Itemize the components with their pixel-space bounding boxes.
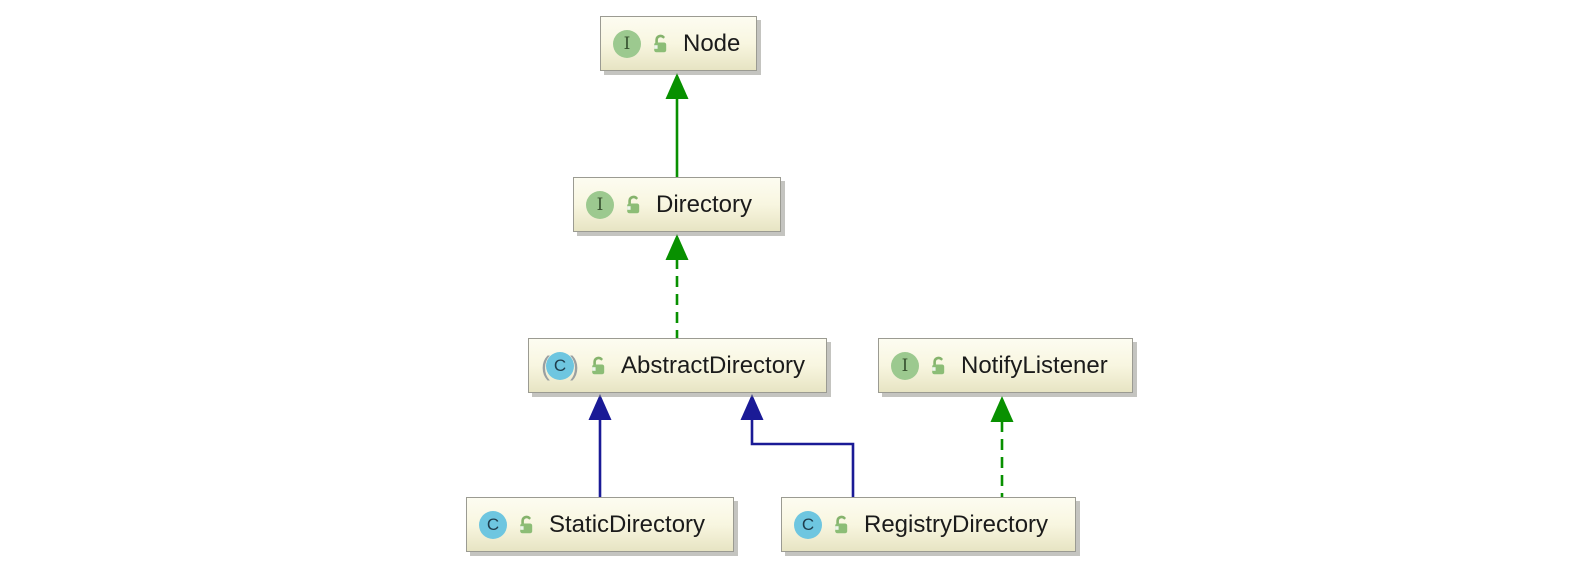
class-box-node[interactable]: I Node (600, 16, 757, 71)
interface-icon: I (891, 351, 919, 380)
class-box-staticdirectory[interactable]: C StaticDirectory (466, 497, 734, 552)
class-name-label: Directory (656, 190, 753, 218)
class-icon: C (479, 510, 507, 539)
class-box-notifylistener[interactable]: I NotifyListener (878, 338, 1133, 393)
arrowhead-registrydirectory-abstractdirectory[interactable] (740, 394, 764, 420)
class-icon: C (794, 510, 822, 539)
arrowhead-registrydirectory-notifylistener[interactable] (990, 396, 1014, 422)
abstract-paren-left: ( (541, 352, 550, 380)
public-lock-icon (622, 194, 642, 216)
public-lock-icon (927, 355, 947, 377)
edge-directory-extends-node (665, 73, 689, 177)
arrowhead-directory-node[interactable] (665, 73, 689, 99)
edge-line-registrydirectory-abstractdirectory[interactable] (750, 418, 855, 497)
class-icon: C (546, 351, 574, 380)
class-box-directory[interactable]: I Directory (573, 177, 781, 232)
class-box-abstractdirectory[interactable]: ( C ) AbstractDirectory (528, 338, 827, 393)
class-name-label: RegistryDirectory (864, 510, 1049, 538)
arrowhead-staticdirectory-abstractdirectory[interactable] (588, 394, 612, 420)
interface-icon: I (613, 29, 641, 58)
public-lock-icon (515, 514, 535, 536)
abstract-class-icon: ( C ) (541, 350, 579, 381)
class-box-registrydirectory[interactable]: C RegistryDirectory (781, 497, 1076, 552)
edge-registrydirectory-implements-notifylistener (990, 396, 1014, 497)
edge-registrydirectory-extends-abstractdirectory (740, 394, 855, 497)
class-name-label: NotifyListener (961, 351, 1108, 379)
abstract-paren-right: ) (570, 350, 579, 381)
arrowhead-abstractdirectory-directory[interactable] (665, 234, 689, 260)
class-name-label: Node (683, 29, 741, 57)
interface-icon: I (586, 190, 614, 219)
class-name-label: StaticDirectory (549, 510, 706, 538)
class-name-label: AbstractDirectory (621, 351, 806, 379)
public-lock-icon (587, 355, 607, 377)
edge-abstractdirectory-implements-directory (665, 234, 689, 338)
public-lock-icon (830, 514, 850, 536)
edge-staticdirectory-extends-abstractdirectory (588, 394, 612, 497)
public-lock-icon (649, 33, 669, 55)
